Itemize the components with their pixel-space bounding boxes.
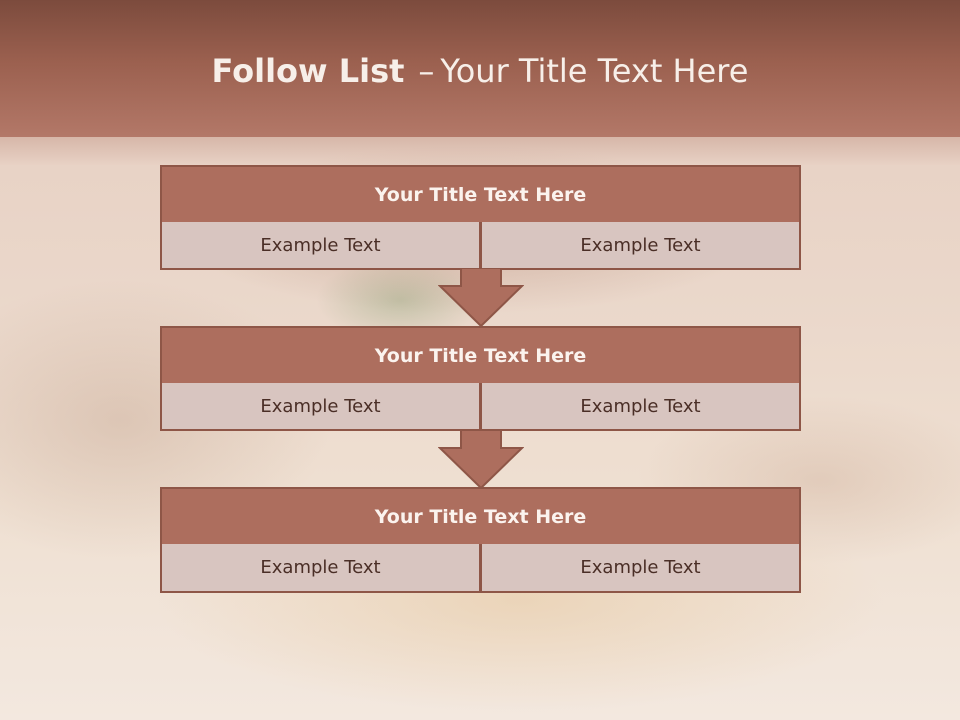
block-cell-left: Example Text [160, 222, 481, 270]
down-arrow-icon [438, 268, 524, 328]
page-title: Follow List–Your Title Text Here [0, 52, 960, 90]
down-arrow-icon [438, 430, 524, 490]
block-cell-left: Example Text [160, 544, 481, 593]
header-bar [0, 0, 960, 137]
title-dash: – [418, 52, 435, 90]
block-title: Your Title Text Here [160, 165, 801, 224]
header-band [0, 137, 960, 165]
block-cell-left: Example Text [160, 383, 481, 431]
title-bold: Follow List [211, 52, 405, 90]
block-cell-right: Example Text [480, 222, 801, 270]
block-title: Your Title Text Here [160, 326, 801, 385]
title-rest: Your Title Text Here [440, 52, 749, 90]
block-title: Your Title Text Here [160, 487, 801, 546]
block-cell-right: Example Text [480, 383, 801, 431]
block-cell-right: Example Text [480, 544, 801, 593]
